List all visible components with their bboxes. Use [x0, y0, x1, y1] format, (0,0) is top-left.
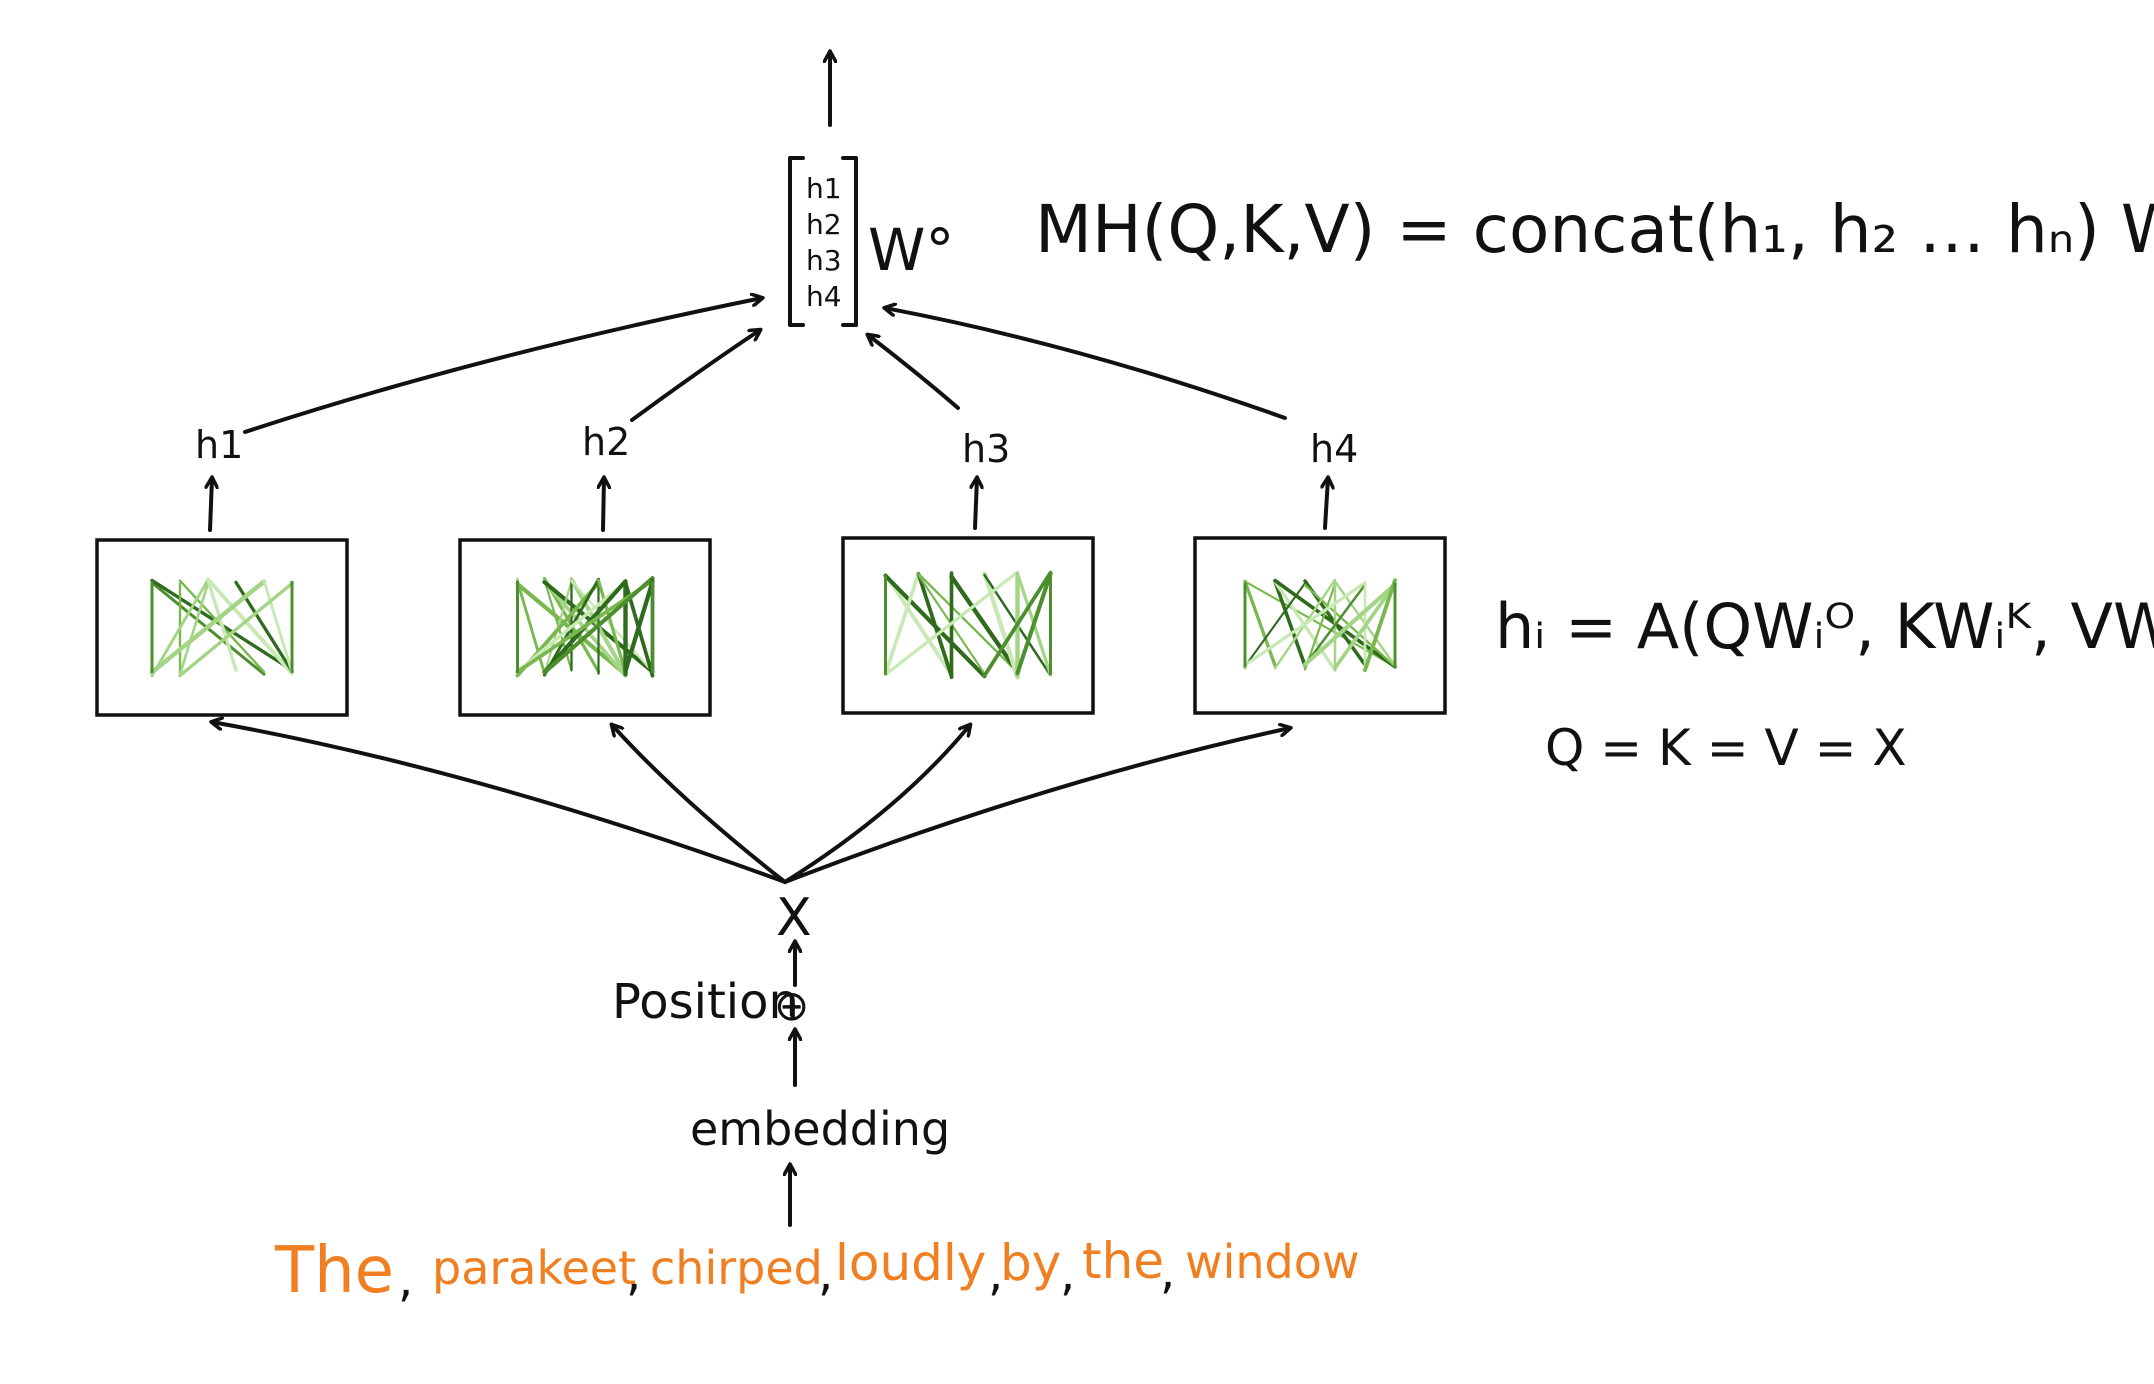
token-separator: , [988, 1246, 1003, 1302]
qkv-equality: Q = K = V = X [1545, 719, 1907, 777]
attention-link [262, 579, 294, 674]
attention-link [206, 578, 238, 672]
token-chirped: chirped [650, 1241, 823, 1295]
attention-link [1302, 582, 1398, 667]
token-separator: , [626, 1246, 641, 1302]
arrow-x-to-box3 [783, 725, 970, 884]
head-label-h1: h1 [195, 423, 243, 467]
token-the: The [274, 1234, 394, 1308]
token-separator: , [1060, 1246, 1075, 1302]
attention-link [1243, 582, 1307, 668]
add-symbol: ⊕ [774, 981, 809, 1030]
attention-link [623, 579, 655, 673]
token-separator: , [398, 1252, 413, 1308]
arrow-box3-to-h3 [975, 478, 977, 530]
attention-link [982, 570, 1053, 678]
output-weight-label: W° [868, 216, 954, 284]
attention-link [883, 572, 954, 677]
arrow-x-to-box1 [212, 722, 787, 884]
attention-link [178, 581, 210, 676]
token-loudly: loudly [835, 1234, 986, 1292]
attention-link [1273, 579, 1307, 668]
concat-entry-h3: h3 [806, 244, 842, 277]
concat-entry-h2: h2 [806, 208, 842, 241]
right-bracket [841, 156, 858, 327]
attention-link [1303, 583, 1337, 671]
token-window: window [1185, 1235, 1360, 1289]
attention-head-2 [458, 538, 712, 717]
attention-link [1243, 579, 1277, 668]
arrow-x-to-box4 [783, 728, 1290, 884]
arrow-box2-to-h2 [603, 478, 604, 532]
attention-link [1363, 578, 1397, 673]
head-label-h4: h4 [1310, 427, 1358, 471]
attention-head-3 [841, 536, 1095, 715]
left-bracket [788, 156, 805, 327]
attention-link [1243, 581, 1367, 667]
arrow-h1-to-concat [243, 298, 762, 434]
concat-entry-h1: h1 [806, 172, 842, 205]
attention-link [916, 572, 954, 679]
attention-link [515, 580, 628, 673]
head-label-h3: h3 [962, 427, 1010, 471]
attention-link [150, 578, 210, 678]
attention-link [982, 571, 1020, 680]
attention-link [149, 579, 267, 675]
arrow-h2-to-concat [630, 330, 760, 422]
attention-pattern-4 [1243, 578, 1398, 673]
arrow-box1-to-h1 [210, 478, 212, 532]
attention-head-1 [95, 538, 349, 717]
attention-link [1303, 583, 1367, 667]
concat-entry-h4: h4 [806, 280, 842, 313]
attention-pattern-3 [883, 570, 1053, 680]
attention-box-3 [841, 536, 1095, 715]
head-equation: hᵢ = A(QWᵢᴼ, KWᵢᴷ, VWᵢⱽ) [1495, 590, 2154, 663]
attention-link [883, 571, 921, 676]
position-label: Position [612, 974, 799, 1030]
multihead-equation: MH(Q,K,V) = concat(h₁, h₂ … hₙ) W° [1035, 191, 2154, 268]
attention-link [1015, 571, 1053, 676]
attention-pattern-2 [515, 576, 655, 678]
attention-link [917, 572, 1019, 674]
embedding-label: embedding [690, 1102, 950, 1156]
token-the-2: the [1082, 1232, 1164, 1290]
token-separator: , [1160, 1244, 1175, 1300]
head-label-h2: h2 [582, 420, 630, 464]
token-by: by [1000, 1234, 1061, 1292]
attention-link [949, 574, 1020, 675]
token-separator: , [818, 1246, 833, 1302]
arrow-h3-to-concat [868, 335, 960, 410]
concat-vector: h1 h2 h3 h4 [788, 156, 858, 327]
attention-link [883, 570, 1020, 677]
arrow-h4-to-concat [885, 308, 1287, 420]
token-parakeet: parakeet [432, 1241, 636, 1295]
attention-head-4 [1193, 536, 1447, 715]
attention-link [178, 581, 294, 678]
arrow-box4-to-h4 [1325, 478, 1328, 530]
attention-pattern-1 [149, 577, 294, 678]
attention-link [206, 577, 294, 676]
arrow-x-to-box2 [612, 725, 787, 884]
input-tokens: The , parakeet , chirped , loudly , by ,… [274, 1232, 1360, 1308]
attention-link [1333, 582, 1397, 670]
attention-link [542, 576, 655, 675]
attention-link [596, 578, 628, 675]
input-x-label: X [776, 888, 812, 948]
